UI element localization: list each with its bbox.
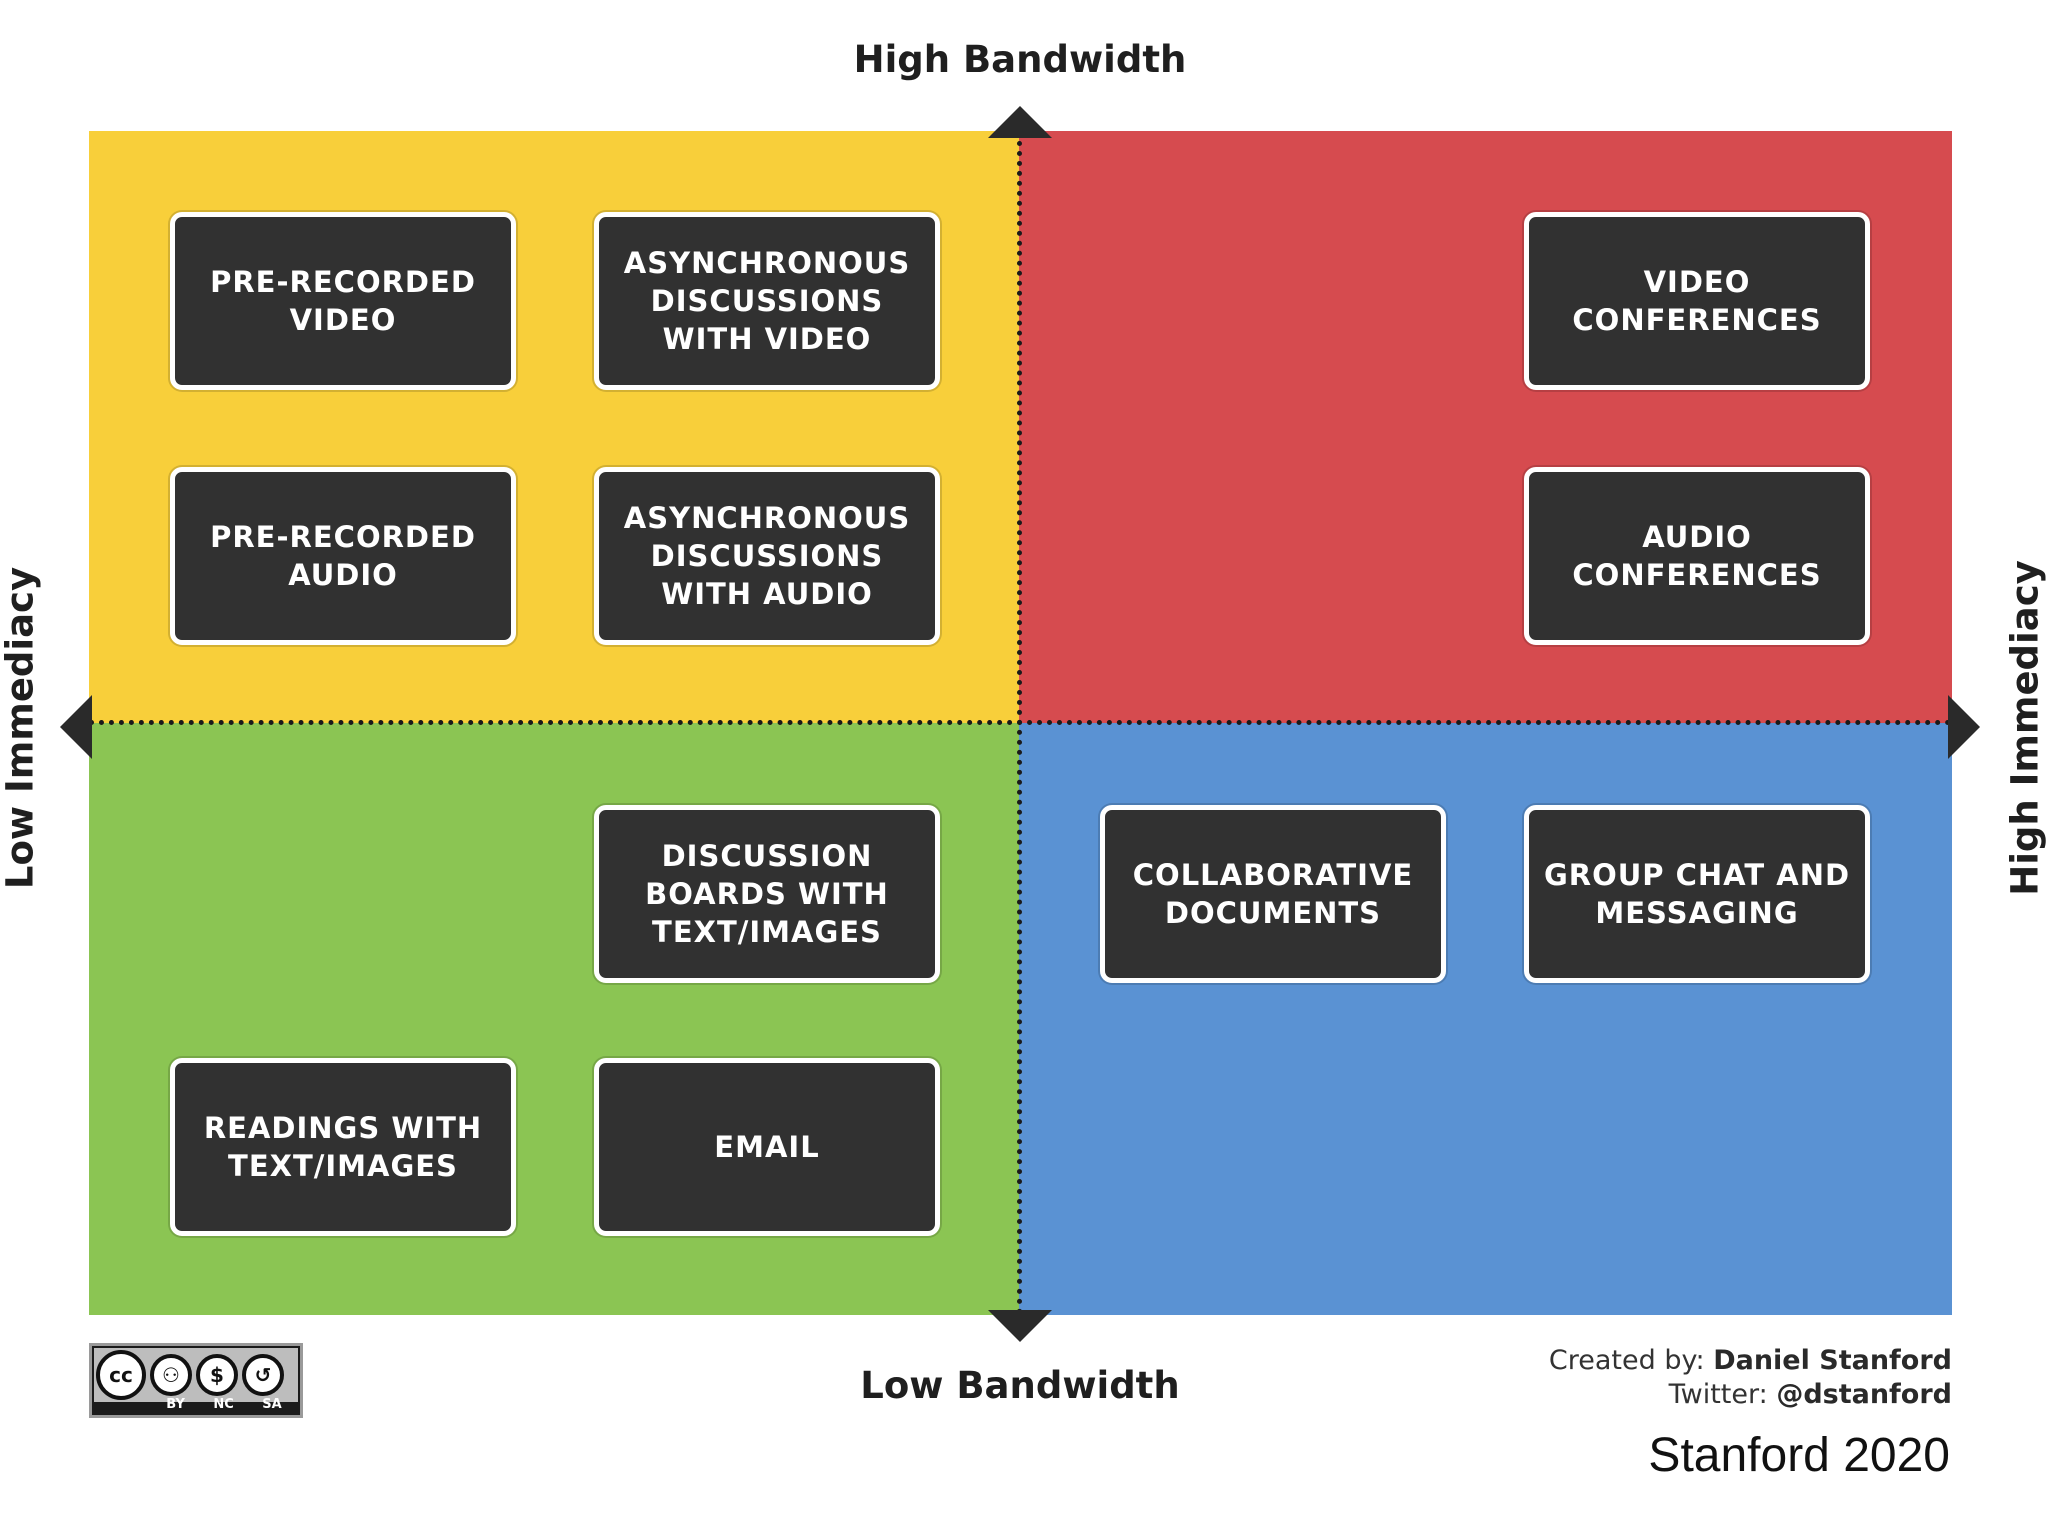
credit-twitter-value: @dstanford: [1776, 1379, 1952, 1410]
license-sa: SA: [262, 1397, 282, 1412]
box-audio-conferences: AUDIO CONFERENCES: [1524, 467, 1870, 645]
axis-label-top: High Bandwidth: [853, 38, 1187, 81]
license-nc: NC: [213, 1397, 234, 1412]
credit-created-line: Created by: Daniel Stanford: [1549, 1344, 1952, 1378]
box-collaborative-documents: COLLABORATIVE DOCUMENTS: [1100, 805, 1446, 983]
horizontal-divider: [89, 720, 1952, 725]
axis-label-right: High Immediacy: [2003, 560, 2047, 896]
arrow-left-icon: [60, 695, 92, 759]
box-email: EMAIL: [594, 1058, 940, 1236]
box-readings: READINGS WITH TEXT/IMAGES: [170, 1058, 516, 1236]
arrow-down-icon: [988, 1310, 1052, 1342]
axis-label-bottom: Low Bandwidth: [860, 1364, 1180, 1407]
box-video-conferences: VIDEO CONFERENCES: [1524, 212, 1870, 390]
license-by: BY: [166, 1397, 185, 1412]
nc-icon: $: [196, 1354, 238, 1396]
arrow-up-icon: [988, 106, 1052, 138]
box-async-discussions-audio: ASYNCHRONOUS DISCUSSIONS WITH AUDIO: [594, 467, 940, 645]
credit-created-label: Created by:: [1548, 1345, 1705, 1376]
credit-twitter-label: Twitter:: [1668, 1379, 1768, 1410]
footer-note: Stanford 2020: [1648, 1429, 1950, 1482]
box-pre-recorded-audio: PRE-RECORDED AUDIO: [170, 467, 516, 645]
credit-twitter-line: Twitter: @dstanford: [1549, 1378, 1952, 1412]
credit-created-value: Daniel Stanford: [1713, 1345, 1952, 1376]
cc-icon: cc: [96, 1350, 146, 1400]
box-pre-recorded-video: PRE-RECORDED VIDEO: [170, 212, 516, 390]
arrow-right-icon: [1948, 695, 1980, 759]
sa-icon: ↺: [242, 1354, 284, 1396]
axis-label-left: Low Immediacy: [0, 566, 42, 890]
by-icon: ⚇: [150, 1354, 192, 1396]
box-async-discussions-video: ASYNCHRONOUS DISCUSSIONS WITH VIDEO: [594, 212, 940, 390]
box-discussion-boards: DISCUSSION BOARDS WITH TEXT/IMAGES: [594, 805, 940, 983]
creative-commons-badge: cc ⚇ $ ↺ BY NC SA: [89, 1343, 303, 1418]
box-group-chat: GROUP CHAT AND MESSAGING: [1524, 805, 1870, 983]
credit-block: Created by: Daniel Stanford Twitter: @ds…: [1549, 1344, 1952, 1412]
